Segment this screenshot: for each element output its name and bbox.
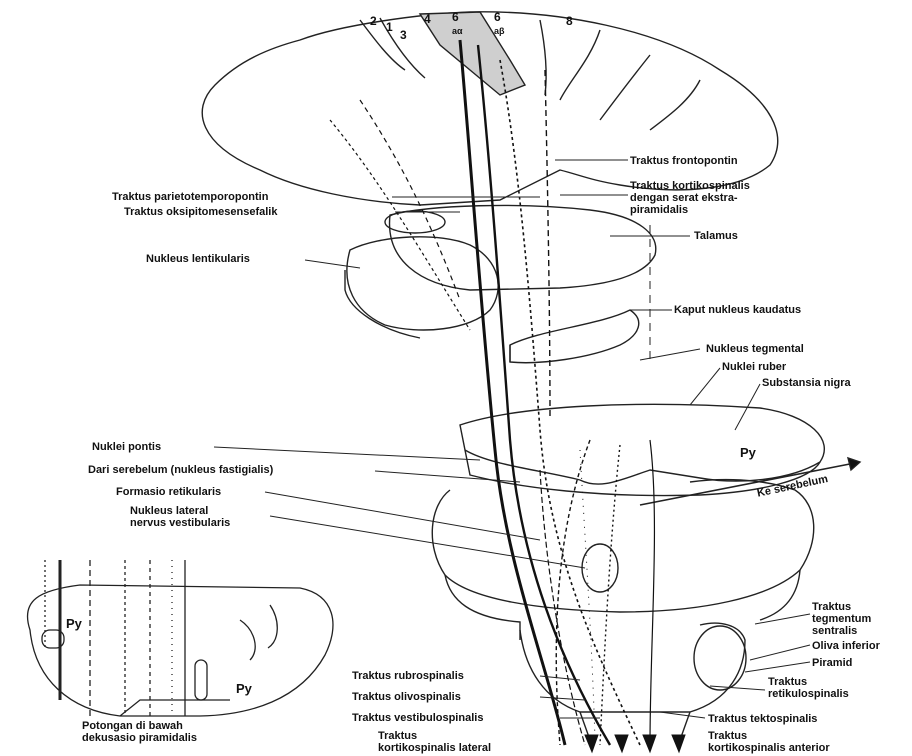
pons-outline (432, 480, 813, 612)
label-traktus-parietotemporopontin: Traktus parietotemporopontin (112, 191, 268, 203)
label-inset-py-right: Py (236, 683, 252, 695)
area-4: 4 (424, 12, 431, 26)
inset-caption: Potongan di bawah dekusasio piramidalis (82, 720, 197, 744)
motor-cortex-strip (420, 12, 525, 95)
label-traktus-frontopontin: Traktus frontopontin (630, 155, 738, 167)
area-6-right-sub: aβ (494, 26, 505, 36)
label-substansia-nigra: Substansia nigra (762, 377, 851, 389)
label-traktus-oksipitomesensefalik: Traktus oksipitomesensefalik (124, 206, 277, 218)
area-8: 8 (566, 14, 573, 28)
label-py-pons: Py (740, 447, 756, 459)
area-6-right: 6 (494, 10, 501, 24)
label-traktus-retikulospinalis: Traktus retikulospinalis (768, 676, 849, 700)
label-kaput-nukleus-kaudatus: Kaput nukleus kaudatus (674, 304, 801, 316)
label-dari-serebelum: Dari serebelum (nukleus fastigialis) (88, 464, 273, 476)
label-nukleus-lateral: Nukleus lateral nervus vestibularis (130, 505, 230, 529)
label-traktus-kortikospinalis-anterior: Traktus kortikospinalis anterior (708, 730, 830, 754)
label-traktus-tektospinalis: Traktus tektospinalis (708, 713, 817, 725)
caudate-head (510, 310, 639, 363)
label-formasio-retikularis: Formasio retikularis (116, 486, 221, 498)
label-traktus-rubrospinalis: Traktus rubrospinalis (352, 670, 464, 682)
small-nucleus (385, 211, 445, 233)
lentiform-nucleus (347, 237, 498, 330)
area-1: 1 (386, 20, 393, 34)
label-nuklei-ruber: Nuklei ruber (722, 361, 786, 373)
area-3: 3 (400, 28, 407, 42)
vestibular-nucleus (582, 544, 618, 592)
thalamus-outline (390, 205, 656, 290)
label-traktus-vestibulospinalis: Traktus vestibulospinalis (352, 712, 483, 724)
label-nukleus-lentikularis: Nukleus lentikularis (146, 253, 250, 265)
area-2: 2 (370, 14, 377, 28)
label-traktus-kortikospinalis-lateral: Traktus kortikospinalis lateral (378, 730, 491, 754)
label-talamus: Talamus (694, 230, 738, 242)
label-nukleus-tegmental: Nukleus tegmental (706, 343, 804, 355)
label-inset-py-left: Py (66, 618, 82, 630)
label-oliva-inferior: Oliva inferior (812, 640, 880, 652)
label-nuklei-pontis: Nuklei pontis (92, 441, 161, 453)
label-traktus-tegmentum-sentralis: Traktus tegmentum sentralis (812, 601, 871, 637)
label-traktus-kortikospinalis-ekstra: Traktus kortikospinalis dengan serat eks… (630, 180, 750, 216)
label-traktus-olivospinalis: Traktus olivospinalis (352, 691, 461, 703)
area-6-left-sub: aα (452, 26, 463, 36)
area-6-left: 6 (452, 10, 459, 24)
label-piramid: Piramid (812, 657, 852, 669)
inset-cross-section (27, 560, 333, 716)
